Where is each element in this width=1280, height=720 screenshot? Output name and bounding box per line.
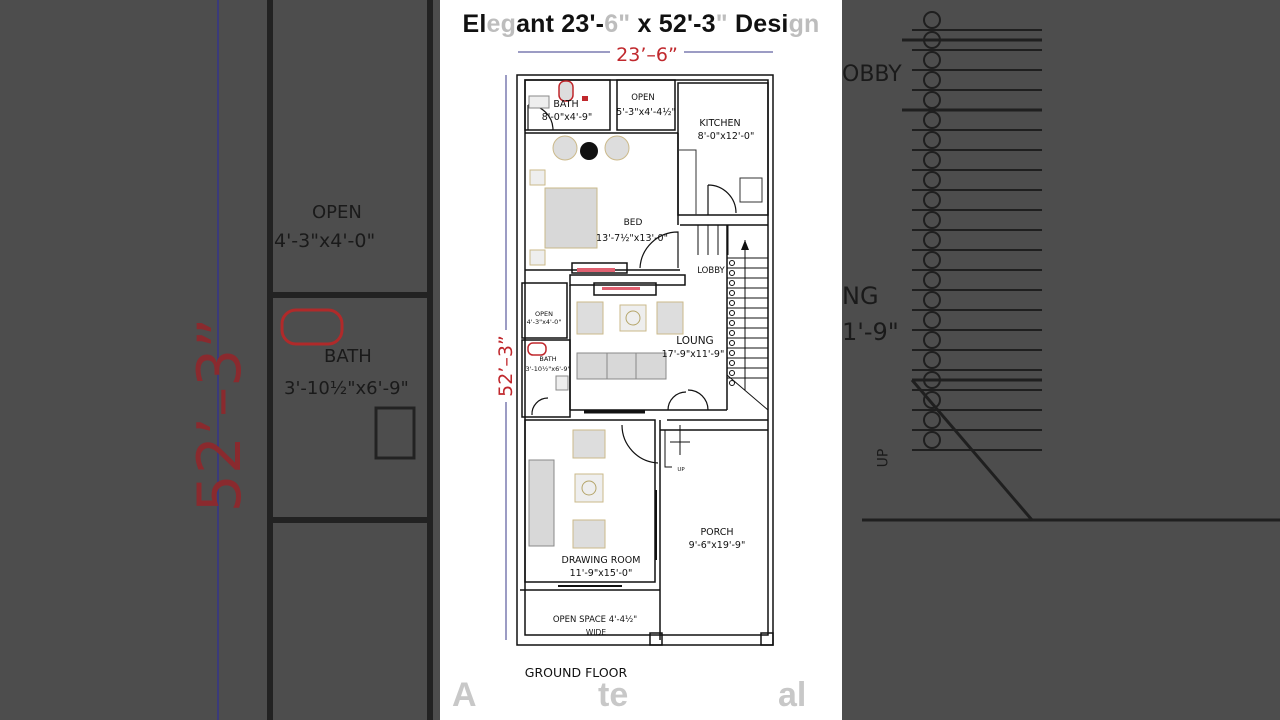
blurred-background-left: OPEN 4'-3"x4'-0" BATH 3'-10½"x6'-9" 52’–… [0,0,440,720]
open-space-sub: WIDE [586,628,606,637]
floor-plan-card: Elegant 23'-6" x 52'-3" Design 23’–6” 52… [440,0,842,720]
floor-label: GROUND FLOOR [525,665,628,680]
bg-stair-baluster [923,431,941,449]
bed-label: BED [624,218,643,228]
open2-label: OPEN [535,310,553,318]
bg-stair-baluster [923,391,941,409]
stair-baluster [729,340,735,346]
kitchen-counter [678,149,697,215]
bg-up-label: UP [875,448,892,468]
stair-baluster [729,290,735,296]
bg-stair-baluster [923,111,941,129]
stair-baluster [729,300,735,306]
open-space-label: OPEN SPACE 4'-4½" [553,615,637,625]
bg-stair-baluster [923,311,941,329]
width-dimension: 23’–6” [616,44,678,66]
porch-size: 9'-6"x19'-9" [689,540,746,551]
length-dimension: 52’–3” [495,335,517,397]
bg-bath-label: BATH [324,346,372,367]
bg-stair-baluster [923,11,941,29]
drawing-room-label: DRAWING ROOM [562,555,641,566]
background-plan-left [217,0,433,720]
kitchen-label: KITCHEN [699,118,740,129]
bg-stair-baluster [923,171,941,189]
walls [516,74,774,646]
kitchen-sink [739,177,763,203]
stair-baluster [729,310,735,316]
stair-baluster [729,260,735,266]
stair-baluster [729,270,735,276]
bg-stair-baluster [923,331,941,349]
bg-stair-baluster [923,351,941,369]
stair-baluster [729,280,735,286]
bg-stair-baluster [923,411,941,429]
stair-baluster [729,360,735,366]
lounge-size: 17'-9"x11'-9" [662,349,725,360]
bg-open-label: OPEN [312,202,362,223]
floor-plan: 23’–6” 52’–3” [495,40,774,680]
open2-size: 4'-3"x4'-0" [527,318,562,326]
stair-baluster [729,370,735,376]
bg-stair-baluster [923,211,941,229]
stair-baluster [729,320,735,326]
bg-stair-baluster [923,251,941,269]
entry-step-arrow [664,425,690,468]
open1-size: 5'-3"x4'-4½" [616,107,676,118]
bg-loung-label: NG [842,282,879,310]
staircase [697,225,769,411]
lobby-label: LOBBY [697,266,725,276]
bg-stair-baluster [923,131,941,149]
bg-stair-baluster [923,191,941,209]
bg-stair-baluster [923,51,941,69]
bath2-size: 3'-10½"x6'-9" [525,365,570,373]
bg-stair-baluster [923,71,941,89]
lounge-label: LOUNG [676,335,713,347]
bg-stair-baluster [923,31,941,49]
bg-stair-baluster [923,271,941,289]
bg-stair-baluster [923,91,941,109]
furniture [527,80,684,549]
stair-baluster [729,380,735,386]
bg-size-label: 1'-9" [842,318,899,346]
video-title: Elegant 23'-6" x 52'-3" Design [462,10,820,38]
doors [527,104,737,464]
watermark-te: te [598,676,629,714]
bath1-size: 8'-0"x4'-9" [542,112,593,123]
bg-lobby-label: OBBY [842,62,902,87]
porch-label: PORCH [700,527,733,538]
watermark-al: al [778,676,807,714]
bg-stair-baluster [923,151,941,169]
stair-baluster [729,350,735,356]
bed-size: 13'-7½"x13'-0" [596,233,668,244]
drawing-room-size: 11'-9"x15'-0" [570,568,633,579]
stair-arrow-head [741,240,749,250]
bg-open-size: 4'-3"x4'-0" [274,230,376,252]
watermark-a: A [452,676,477,714]
open1-label: OPEN [631,93,655,103]
bg-length-dimension: 52’–3” [185,317,255,513]
bg-stair-baluster [923,371,941,389]
bg-stair-baluster [923,231,941,249]
blurred-background-right: OBBY NG 1'-9" UP [842,0,1280,720]
bg-stair-baluster [923,291,941,309]
bg-bath-size: 3'-10½"x6'-9" [284,378,409,399]
bath2-label: BATH [539,355,556,363]
up-label: UP [677,467,685,473]
bath1-label: BATH [553,99,578,110]
stair-landing [726,374,769,411]
kitchen-size: 8'-0"x12'-0" [698,131,755,142]
background-plan-right [862,11,1280,522]
toilet-icon [558,80,574,102]
stair-baluster [729,330,735,336]
